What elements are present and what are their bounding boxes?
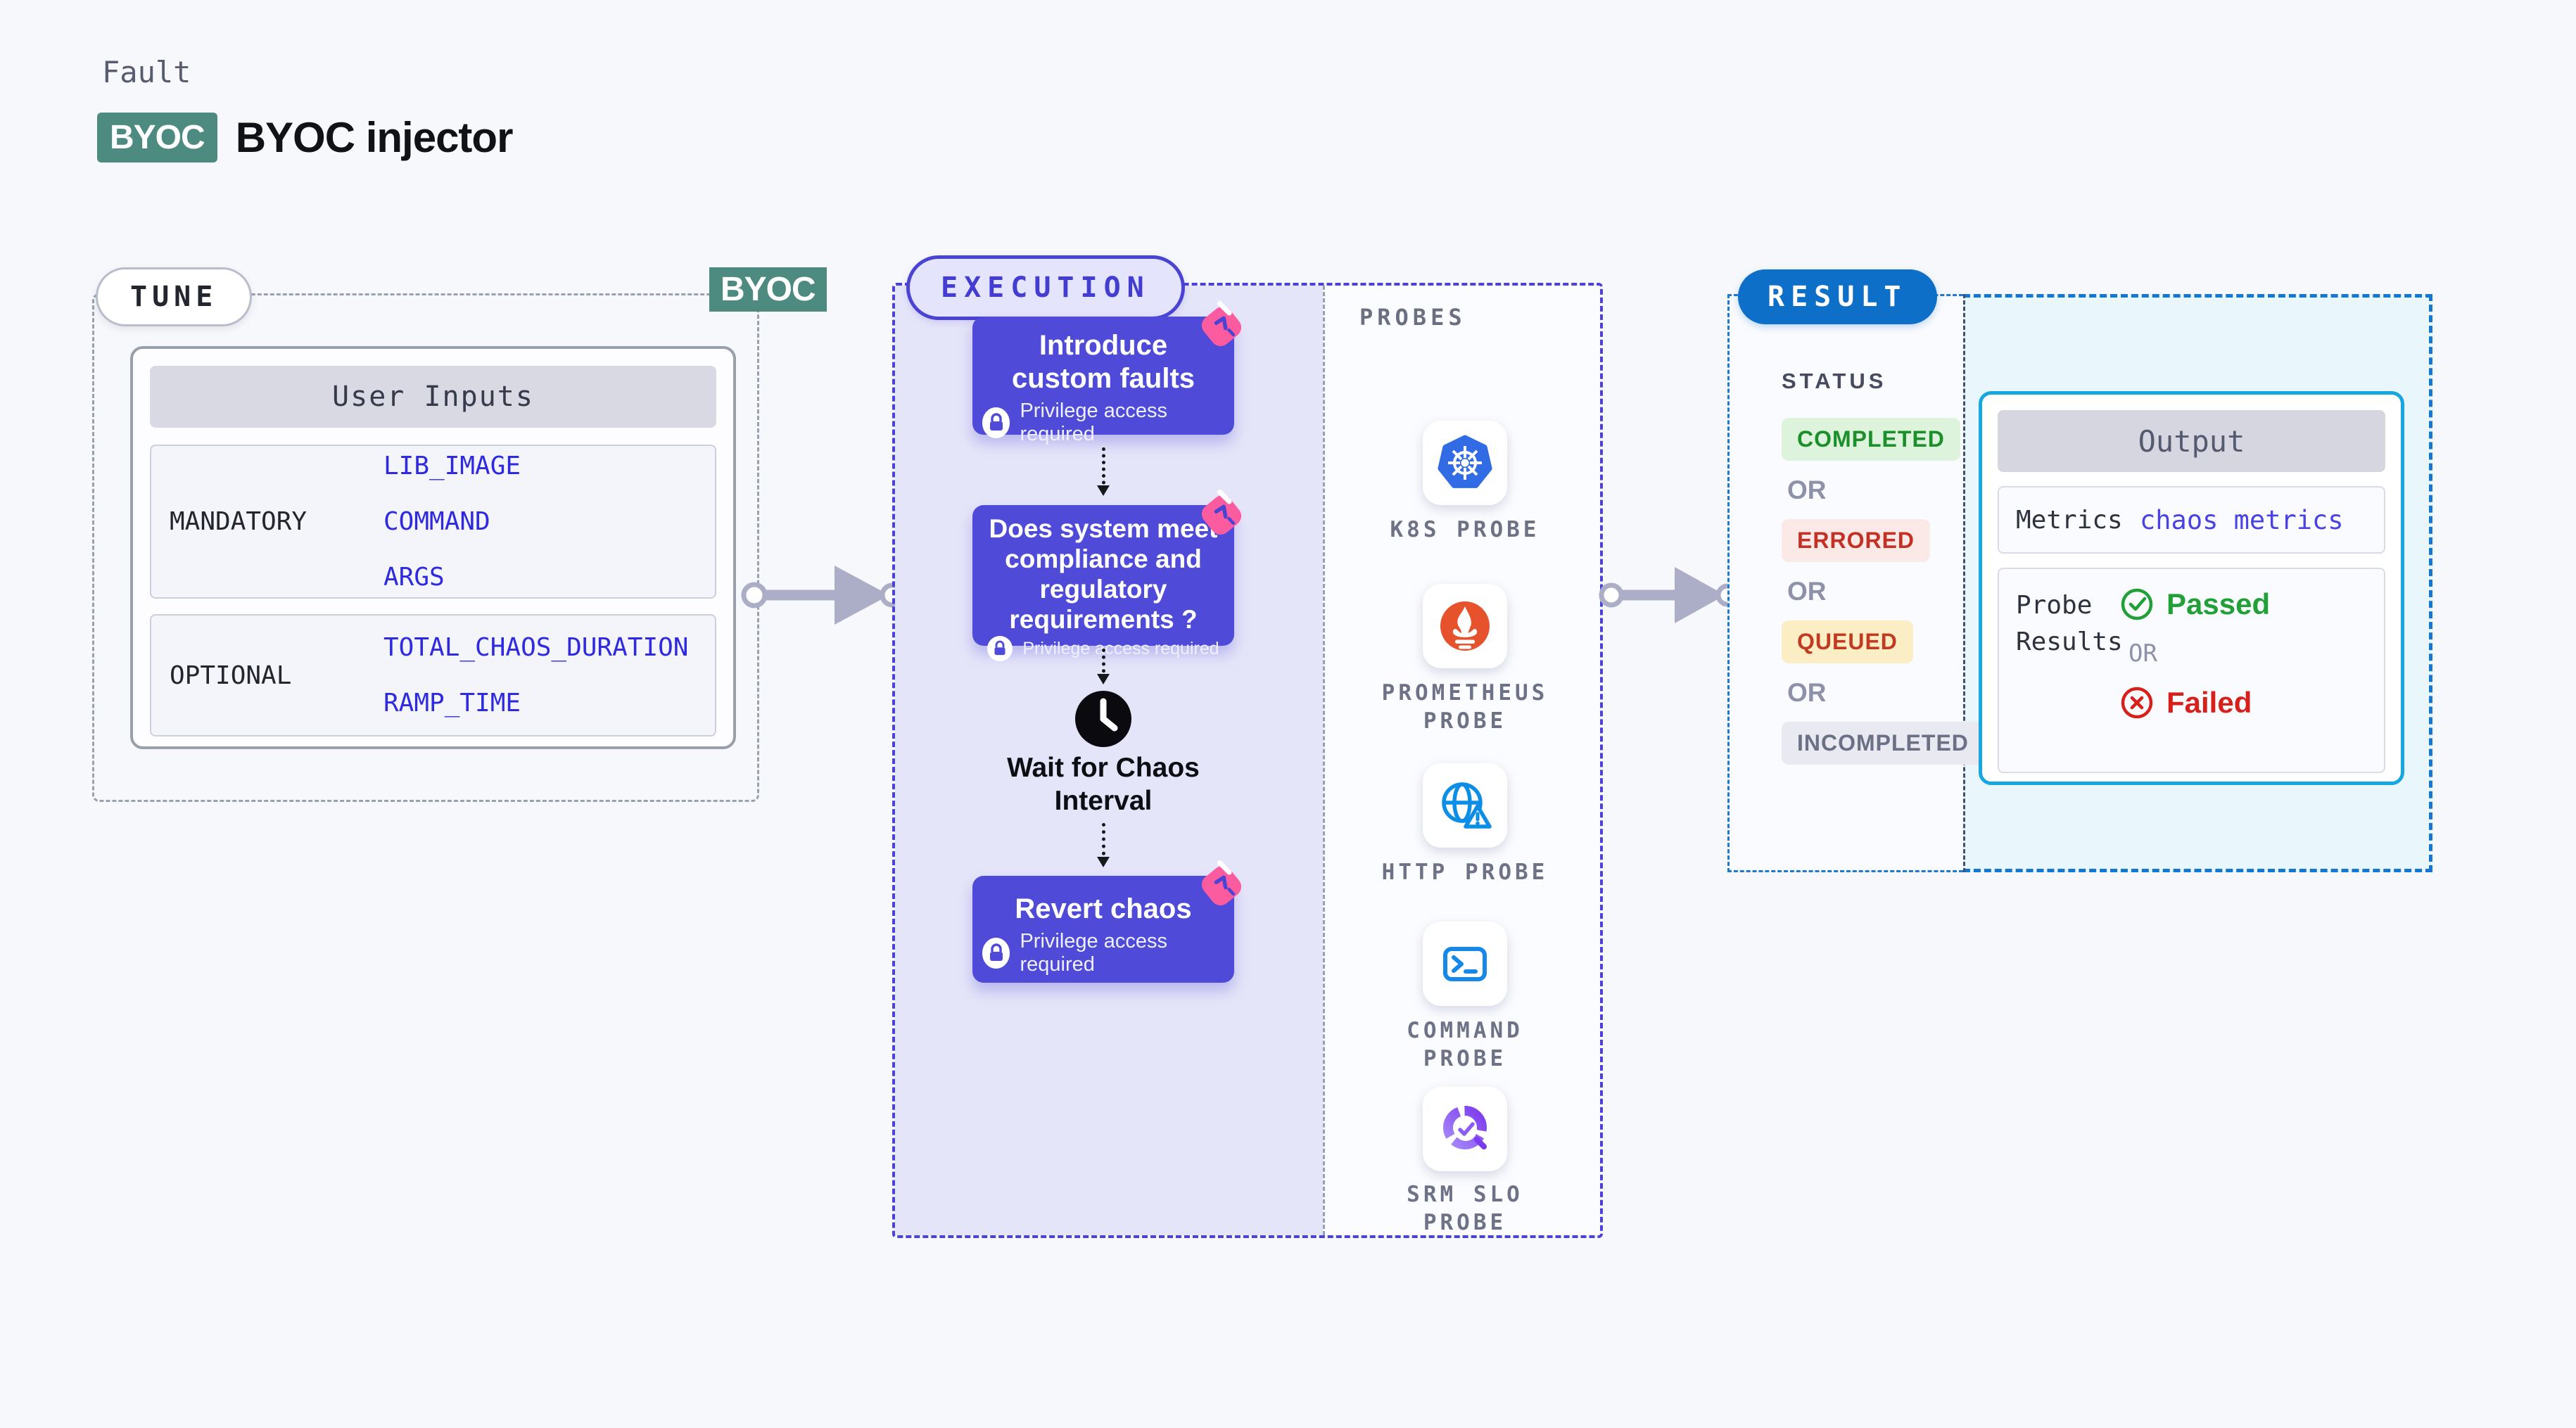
metrics-row: Metrics chaos metrics xyxy=(1998,486,2385,554)
env-var-args: ARGS xyxy=(383,563,445,592)
lock-icon xyxy=(982,938,1010,969)
result-status-panel xyxy=(1727,294,1963,872)
tune-pill: TUNE xyxy=(96,267,253,326)
slo-check-icon xyxy=(1443,1106,1487,1149)
or-separator: OR xyxy=(2128,639,2157,668)
optional-row: OPTIONAL TOTAL_CHAOS_DURATION RAMP_TIME xyxy=(150,614,716,737)
fault-kind-label: Fault xyxy=(102,55,191,89)
output-header: Output xyxy=(1998,410,2385,472)
check-circle-icon xyxy=(2121,588,2153,620)
probe-card-command xyxy=(1423,922,1507,1006)
probe-card-prometheus xyxy=(1423,584,1507,668)
tune-section xyxy=(92,293,759,802)
status-badge-incompleted: INCOMPLETED xyxy=(1782,722,1984,765)
execution-flow-pane xyxy=(895,286,1323,1235)
result-pill: RESULT xyxy=(1738,269,1937,324)
step-title: Revert chaos xyxy=(1015,893,1192,924)
failed-label: Failed xyxy=(2166,686,2252,719)
privilege-note: Privilege access required xyxy=(987,636,1219,661)
lock-icon xyxy=(982,407,1010,438)
env-var-command: COMMAND xyxy=(383,507,490,536)
optional-values: TOTAL_CHAOS_DURATION RAMP_TIME xyxy=(383,616,688,735)
execution-section xyxy=(892,283,1603,1238)
wait-step-title: Wait for Chaos Interval xyxy=(1007,753,1200,816)
metrics-value: chaos metrics xyxy=(2140,504,2344,535)
page-title: BYOC injector xyxy=(235,114,514,161)
byoc-badge: BYOC xyxy=(97,113,217,162)
step-arrow-3 xyxy=(1097,823,1110,867)
execution-pill: EXECUTION xyxy=(906,255,1185,320)
passed-row: Passed xyxy=(2120,587,2270,621)
terminal-icon xyxy=(1443,947,1487,981)
step-arrow-2 xyxy=(1097,649,1110,684)
globe-alert-icon xyxy=(1442,782,1492,829)
clock-icon xyxy=(1074,689,1133,752)
step-title: Does system meet compliance and regulato… xyxy=(989,514,1218,634)
kubernetes-icon xyxy=(1438,435,1492,488)
probe-card-http xyxy=(1423,763,1507,848)
privilege-note: Privilege access required xyxy=(982,400,1224,446)
metrics-label: Metrics xyxy=(2016,505,2123,535)
privilege-note: Privilege access required xyxy=(982,930,1224,976)
privilege-note-text: Privilege access required xyxy=(1022,638,1219,658)
execution-pill-label: EXECUTION xyxy=(941,272,1150,304)
privilege-note-text: Privilege access required xyxy=(1020,400,1167,445)
pin-icon xyxy=(1201,860,1242,906)
x-circle-icon xyxy=(2121,687,2153,719)
mandatory-values: LIB_IMAGE COMMAND ARGS xyxy=(383,446,521,597)
tune-pill-label: TUNE xyxy=(130,281,218,313)
probe-label-k8s: K8S PROBE xyxy=(1390,517,1540,542)
probe-label-http: HTTP PROBE xyxy=(1381,860,1549,885)
lock-icon xyxy=(987,636,1013,661)
row-label-mandatory: MANDATORY xyxy=(170,507,307,536)
page-header: BYOC BYOC injector xyxy=(97,113,514,162)
or-separator: OR xyxy=(1787,476,1827,504)
or-separator: OR xyxy=(1787,577,1827,606)
probe-card-k8s xyxy=(1423,421,1507,505)
step-introduce-custom-faults: Introduce custom faults Privilege access… xyxy=(972,301,1242,445)
probe-label-command: COMMAND PROBE xyxy=(1407,1018,1523,1071)
execution-to-result-arrow xyxy=(1599,567,1739,623)
step-revert-chaos: Revert chaos Privilege access required xyxy=(972,860,1242,983)
step-title: Introduce custom faults xyxy=(1011,330,1195,394)
probe-results-row: Probe Results Passed OR Faile xyxy=(1998,568,2385,773)
or-separator: OR xyxy=(1787,678,1827,707)
failed-row: Failed xyxy=(2120,686,2270,720)
status-badge-queued: QUEUED xyxy=(1782,620,1913,663)
mandatory-row: MANDATORY LIB_IMAGE COMMAND ARGS xyxy=(150,445,716,599)
probe-label-srm-slo: SRM SLO PROBE xyxy=(1407,1182,1523,1235)
step-arrow-1 xyxy=(1097,447,1110,496)
probe-label-prometheus: PROMETHEUS PROBE xyxy=(1381,680,1549,734)
probe-results-values: Passed OR Failed xyxy=(2120,587,2270,772)
user-inputs-card: User Inputs MANDATORY LIB_IMAGE COMMAND … xyxy=(130,346,736,749)
row-label-optional: OPTIONAL xyxy=(170,661,292,690)
status-badge-errored: ERRORED xyxy=(1782,519,1931,562)
tune-to-execution-arrow xyxy=(741,566,905,625)
passed-label: Passed xyxy=(2166,587,2271,620)
user-inputs-header: User Inputs xyxy=(150,366,716,428)
result-divider xyxy=(1963,294,1965,872)
env-var-total-chaos-duration: TOTAL_CHAOS_DURATION xyxy=(383,633,689,662)
probe-results-label: Probe Results xyxy=(2016,591,2123,656)
step-compliance-check: Does system meet compliance and regulato… xyxy=(972,490,1242,661)
env-var-lib-image: LIB_IMAGE xyxy=(383,452,521,480)
status-heading: STATUS xyxy=(1782,369,1887,393)
status-badge-completed: COMPLETED xyxy=(1782,418,1960,461)
byoc-corner-badge: BYOC xyxy=(709,267,827,312)
probes-heading: PROBES xyxy=(1359,304,1466,331)
env-var-ramp-time: RAMP_TIME xyxy=(383,689,521,718)
pin-icon xyxy=(1201,301,1242,347)
output-card: Output Metrics chaos metrics Probe Resul… xyxy=(1979,391,2404,785)
privilege-note-text: Privilege access required xyxy=(1020,930,1167,976)
result-pill-label: RESULT xyxy=(1768,281,1908,313)
pin-icon xyxy=(1201,490,1242,535)
probe-card-srm-slo xyxy=(1423,1087,1507,1171)
prometheus-icon xyxy=(1440,601,1490,651)
